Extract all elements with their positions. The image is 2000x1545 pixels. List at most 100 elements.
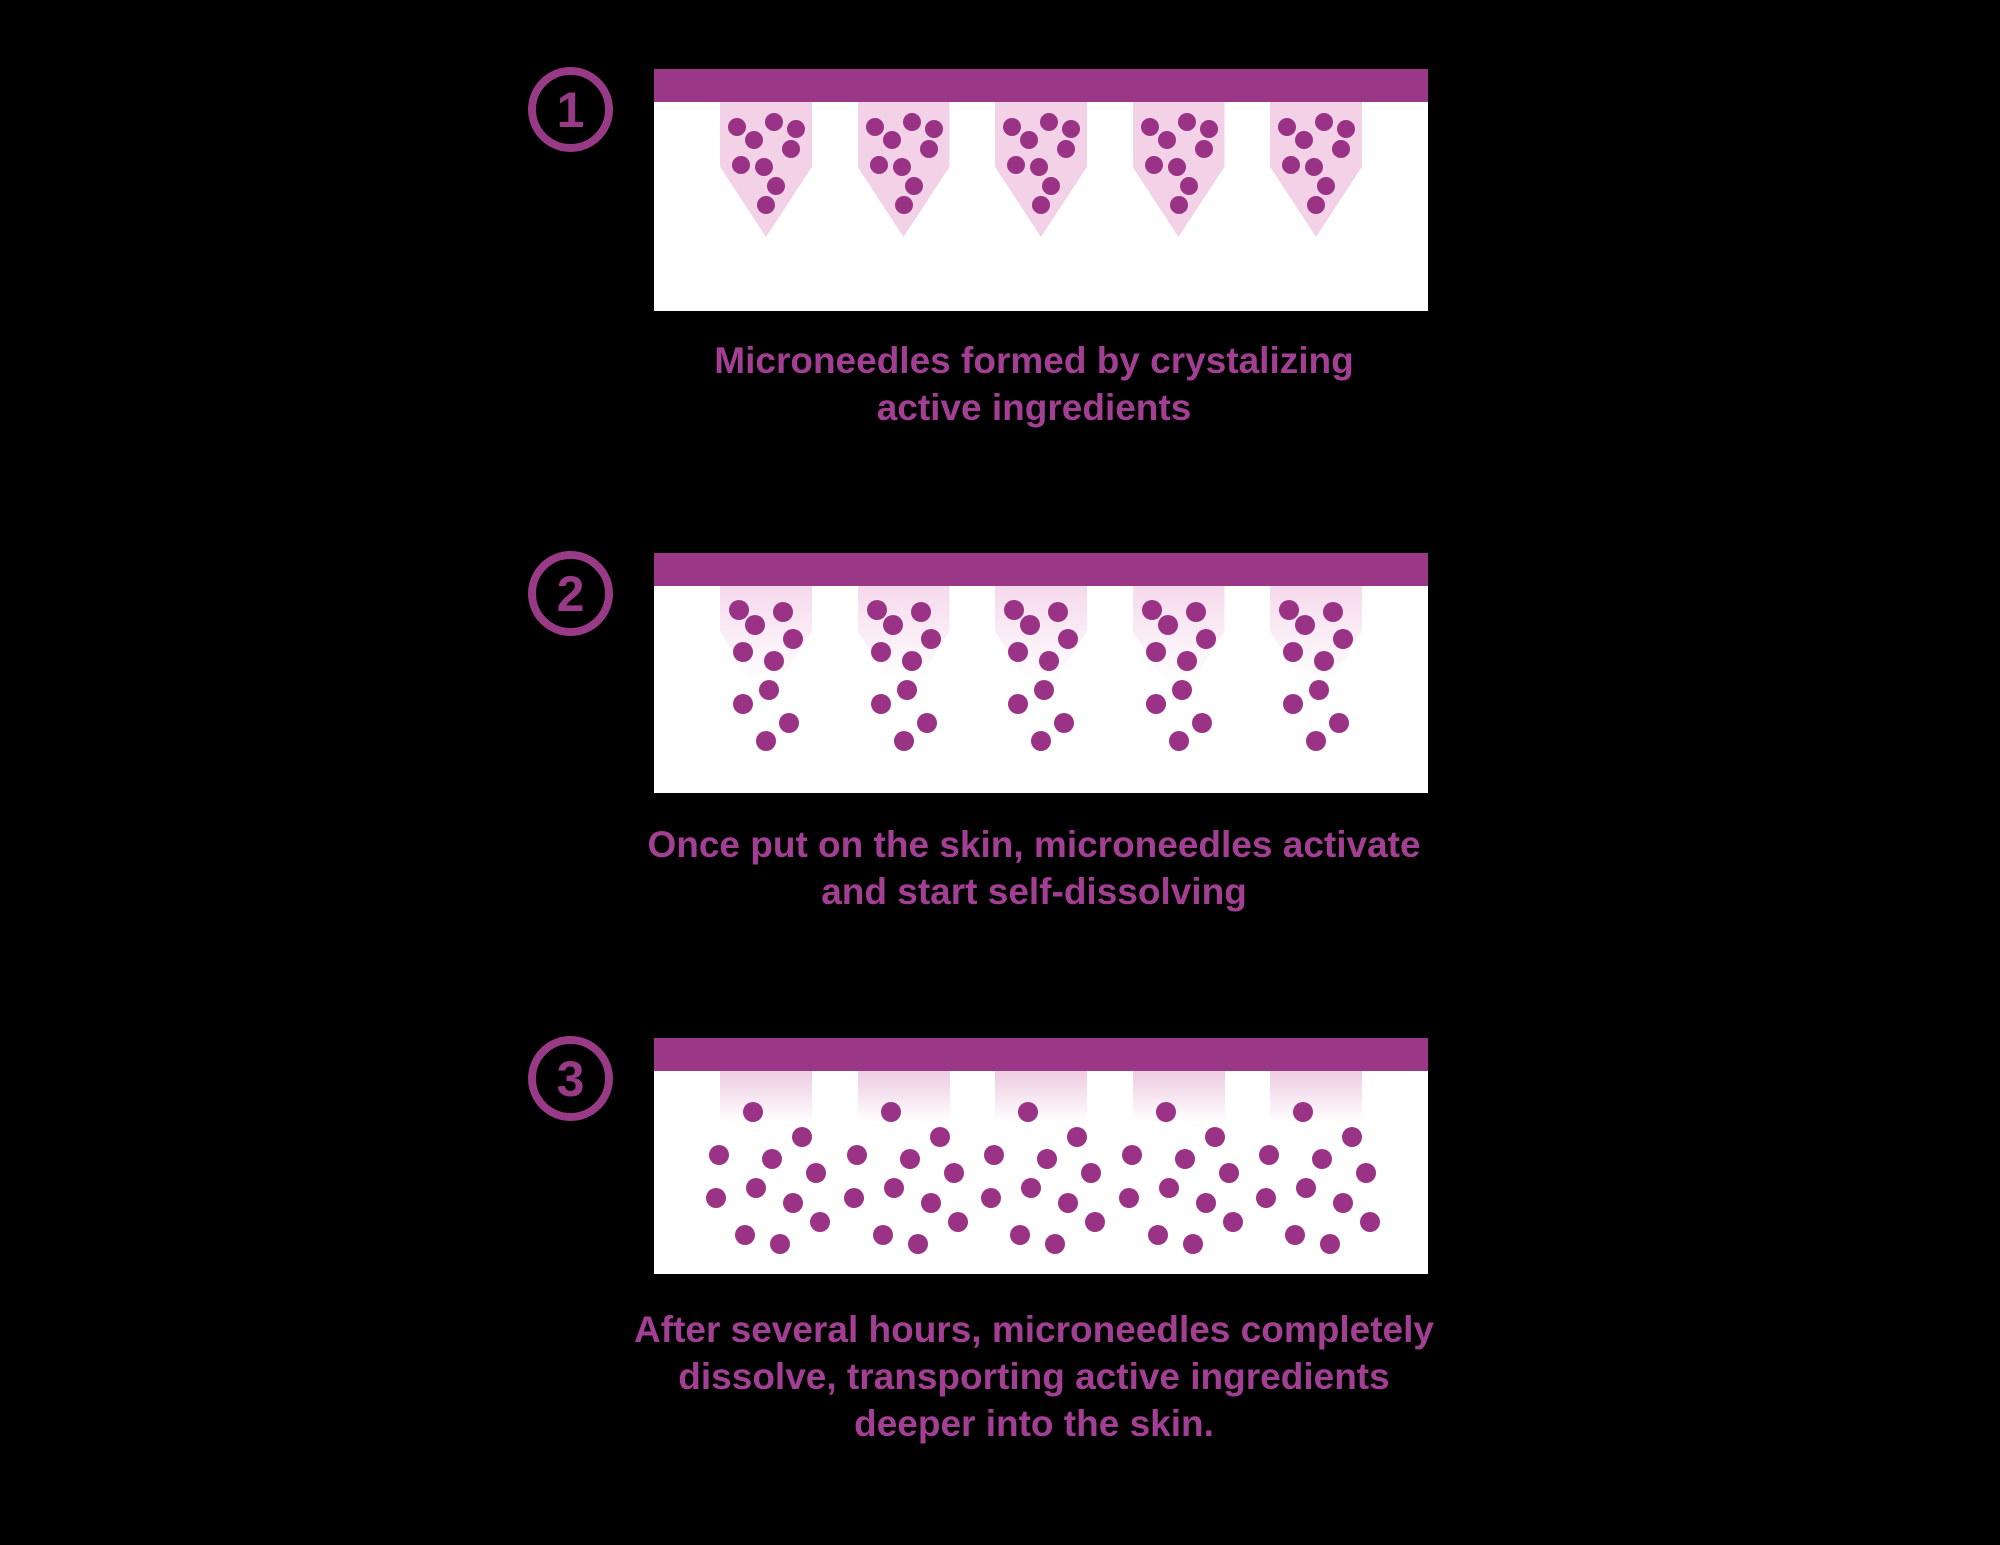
active-ingredient-dot	[1356, 1163, 1376, 1183]
active-ingredient-dot	[792, 1127, 812, 1147]
step-3-caption: After several hours, microneedles comple…	[534, 1306, 1534, 1447]
active-ingredient-dot	[1179, 177, 1198, 195]
microneedle-stub	[857, 1071, 950, 1123]
active-ingredient-dot	[1329, 713, 1349, 733]
active-ingredient-dot	[1045, 1234, 1065, 1254]
active-ingredient-dot	[920, 1193, 941, 1213]
active-ingredient-dot	[1168, 731, 1189, 751]
active-ingredient-dot	[1312, 1149, 1332, 1169]
active-ingredient-dot	[1177, 113, 1196, 131]
active-ingredient-dot	[1054, 713, 1074, 733]
active-ingredient-dot	[1195, 1193, 1216, 1213]
active-ingredient-dot	[783, 629, 803, 649]
active-ingredient-dot	[1157, 131, 1176, 149]
active-ingredient-dot	[894, 196, 913, 214]
active-ingredient-dot	[745, 615, 765, 635]
active-ingredient-dot	[1360, 1212, 1380, 1232]
caption-line: After several hours, microneedles comple…	[634, 1309, 1434, 1350]
active-ingredient-dot	[1195, 629, 1216, 649]
active-ingredient-dot	[883, 1178, 904, 1198]
step-1-skin-illustration	[654, 69, 1428, 311]
active-ingredient-dot	[759, 680, 779, 700]
active-ingredient-dot	[910, 602, 931, 622]
active-ingredient-dot	[1118, 1188, 1139, 1208]
active-ingredient-dot	[1008, 694, 1028, 714]
active-ingredient-dot	[1315, 113, 1333, 131]
active-ingredient-dot	[733, 642, 753, 662]
active-ingredient-dot	[733, 694, 753, 714]
active-ingredient-dot	[1259, 1145, 1279, 1165]
active-ingredient-dot	[1256, 1188, 1276, 1208]
active-ingredient-dot	[709, 1145, 729, 1165]
active-ingredient-dot	[882, 131, 901, 149]
active-ingredient-dot	[745, 131, 763, 149]
active-ingredient-dot	[843, 1188, 864, 1208]
active-ingredient-dot	[1218, 1163, 1239, 1183]
active-ingredient-dot	[929, 1127, 950, 1147]
active-ingredient-dot	[869, 156, 888, 174]
active-ingredient-dot	[1003, 118, 1021, 136]
active-ingredient-dot	[1020, 615, 1040, 635]
active-ingredient-dot	[1158, 1178, 1179, 1198]
active-ingredient-dot	[1018, 1102, 1038, 1122]
active-ingredient-dot	[1085, 1212, 1105, 1232]
active-ingredient-dot	[1323, 602, 1343, 622]
active-ingredient-dot	[729, 600, 749, 620]
active-ingredient-dot	[870, 642, 891, 662]
active-ingredient-dot	[1306, 731, 1326, 751]
active-ingredient-dot	[1167, 158, 1186, 176]
active-ingredient-dot	[1337, 120, 1355, 138]
active-ingredient-dot	[866, 600, 887, 620]
active-ingredient-dot	[1155, 1102, 1176, 1122]
active-ingredient-dot	[783, 1193, 803, 1213]
active-ingredient-dot	[846, 1145, 867, 1165]
active-ingredient-dot	[1191, 713, 1212, 733]
active-ingredient-dot	[1140, 118, 1159, 136]
active-ingredient-dot	[806, 1163, 826, 1183]
active-ingredient-dot	[1174, 1149, 1195, 1169]
step-1-number-badge: 1	[528, 67, 613, 152]
active-ingredient-dot	[735, 1225, 755, 1245]
active-ingredient-dot	[756, 731, 776, 751]
active-ingredient-dot	[1342, 1127, 1362, 1147]
active-ingredient-dot	[865, 118, 884, 136]
active-ingredient-dot	[1042, 177, 1060, 195]
step-2-number-badge: 2	[528, 551, 613, 636]
caption-line: and start self-dissolving	[821, 871, 1247, 912]
active-ingredient-dot	[872, 1225, 893, 1245]
active-ingredient-dot	[1062, 120, 1080, 138]
active-ingredient-dot	[755, 158, 773, 176]
active-ingredient-dot	[1010, 1225, 1030, 1245]
active-ingredient-dot	[1222, 1212, 1243, 1232]
active-ingredient-dot	[746, 1178, 766, 1198]
active-ingredient-dot	[1039, 651, 1059, 671]
caption-line: deeper into the skin.	[854, 1403, 1214, 1444]
microneedle-stub	[995, 1071, 1087, 1123]
active-ingredient-dot	[1032, 196, 1050, 214]
active-ingredient-dot	[882, 615, 903, 635]
active-ingredient-dot	[1031, 731, 1051, 751]
active-ingredient-dot	[870, 694, 891, 714]
active-ingredient-dot	[782, 140, 800, 158]
active-ingredient-dot	[1204, 1127, 1225, 1147]
active-ingredient-dot	[1278, 118, 1296, 136]
active-ingredient-dot	[1145, 642, 1166, 662]
active-ingredient-dot	[902, 113, 921, 131]
step-3-number-badge: 3	[528, 1036, 613, 1121]
active-ingredient-dot	[762, 1149, 782, 1169]
active-ingredient-dot	[1296, 1178, 1316, 1198]
active-ingredient-dot	[1279, 600, 1299, 620]
active-ingredient-dot	[767, 177, 785, 195]
active-ingredient-dot	[1007, 156, 1025, 174]
active-ingredient-dot	[1048, 602, 1068, 622]
active-ingredient-dot	[1081, 1163, 1101, 1183]
active-ingredient-dot	[1295, 615, 1315, 635]
active-ingredient-dot	[1199, 120, 1218, 138]
step-3-number: 3	[556, 1050, 585, 1107]
caption-line: Once put on the skin, microneedles activ…	[647, 824, 1421, 865]
active-ingredient-dot	[787, 120, 805, 138]
active-ingredient-dot	[1293, 1102, 1313, 1122]
step-3-skin-illustration	[654, 1038, 1428, 1274]
active-ingredient-dot	[773, 602, 793, 622]
